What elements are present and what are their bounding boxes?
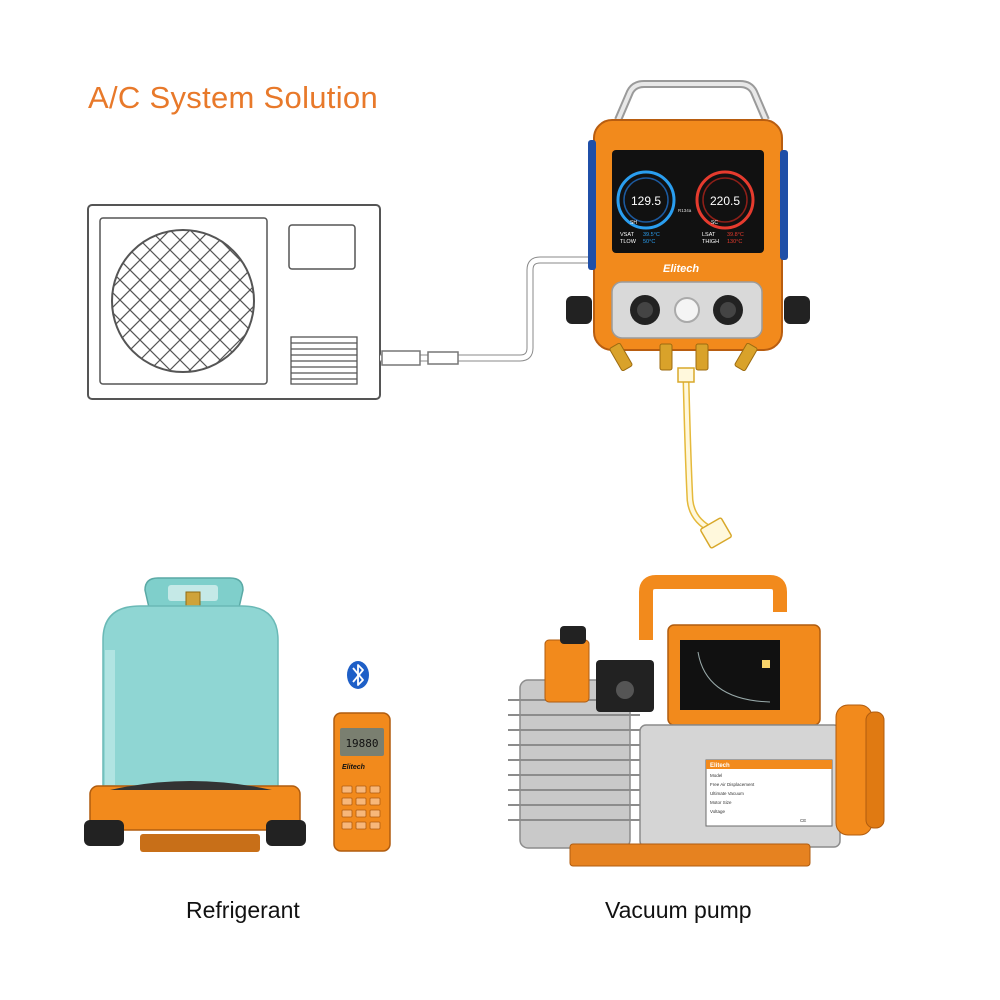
scale-brand-logo: Elitech — [342, 764, 365, 771]
plate-row-ce: CE — [800, 818, 806, 823]
sh-label: SH — [630, 220, 637, 226]
manifold-screen: 129.5 220.5 SH SC R134a VSAT TLOW 39.5°C… — [616, 170, 755, 245]
caption-refrigerant: Refrigerant — [186, 897, 300, 923]
vent-slats — [290, 336, 358, 385]
lsat-value: 39.8°C — [727, 232, 744, 238]
ac-outdoor-unit — [87, 204, 381, 400]
caption-vacuum-pump: Vacuum pump — [605, 897, 752, 923]
sc-label: SC — [711, 220, 718, 226]
scale-controller: 19880 Elitech — [333, 712, 391, 852]
pump-brand-logo: Elitech — [710, 763, 730, 769]
digital-manifold: 129.5 220.5 SH SC R134a VSAT TLOW 39.5°C… — [566, 80, 810, 372]
sight-glass — [674, 297, 700, 323]
plate-row-model: Model — [710, 773, 722, 778]
lsat-label: LSAT — [702, 232, 716, 238]
vacuum-pump: Elitech Model Free Air Displacement Ulti… — [508, 575, 885, 867]
plate-row-vacuum: Ultimate Vacuum — [710, 791, 744, 796]
high-pressure-value: 220.5 — [710, 194, 740, 208]
thigh-value: 130°C — [727, 239, 742, 245]
vsat-value: 39.5°C — [643, 232, 660, 238]
plate-row-motor: Motor Size — [710, 800, 732, 805]
plate-row-displacement: Free Air Displacement — [710, 782, 755, 787]
tlow-label: TLOW — [620, 239, 637, 245]
tlow-value: 50°C — [643, 239, 655, 245]
thigh-label: THIGH — [702, 239, 719, 245]
bluetooth-icon — [347, 661, 369, 689]
refrigerant-scale — [84, 781, 306, 852]
brass-ports — [609, 342, 758, 372]
plate-row-voltage: Voltage — [710, 809, 726, 814]
right-side-knob[interactable] — [784, 296, 810, 324]
hose-manifold-to-pump — [677, 367, 732, 549]
hose-ac-to-manifold — [380, 256, 600, 366]
page-title: A/C System Solution — [88, 80, 378, 115]
refrigerant-label: R134a — [678, 208, 692, 213]
low-pressure-value: 129.5 — [631, 194, 661, 208]
manifold-brand-logo: Elitech — [663, 263, 699, 275]
vsat-label: VSAT — [620, 232, 635, 238]
scale-reading: 19880 — [345, 737, 378, 750]
left-side-knob[interactable] — [566, 296, 592, 324]
refrigerant-tank — [102, 577, 279, 791]
